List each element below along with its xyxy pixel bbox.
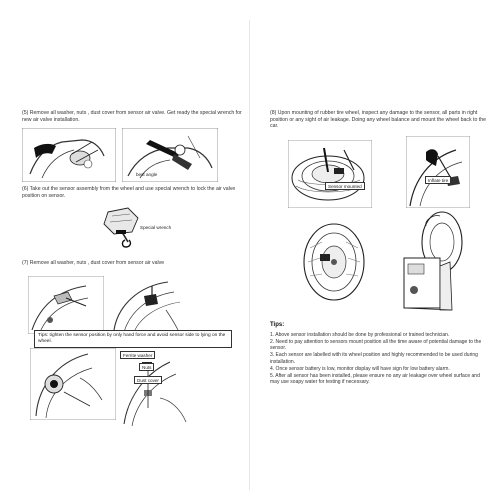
left-page: (5) Remove all washer, nuts , dust cover… <box>22 110 242 428</box>
tips-title: Tips: <box>270 322 285 328</box>
tip-item: 1. Above sensor installation should be d… <box>270 332 450 338</box>
sensor-mounted-illustration <box>288 140 372 208</box>
sensor-mounted-label: Sensor mounted <box>325 182 365 190</box>
dust-cover-label: Dust cover <box>134 376 162 384</box>
step-5-hand-illustration <box>22 128 116 182</box>
step-5-text: (5) Remove all washer, nuts , dust cover… <box>22 110 242 123</box>
step-6-text: (6) Take out the sensor assembly from th… <box>22 186 236 199</box>
tip-item: 5. After all sensor has been installed, … <box>270 372 480 386</box>
special-wrench-label: Special wrench <box>140 225 172 230</box>
step-5-angle-label: best angle <box>136 172 158 177</box>
step-5-tool-illustration <box>122 128 218 182</box>
right-page: (8) Upon mounting of rubber tire wheel, … <box>250 0 500 500</box>
page-gutter <box>249 20 250 490</box>
step-7-valve-closeup <box>30 348 116 420</box>
step-8-text: (8) Upon mounting of rubber tire wheel, … <box>270 110 486 130</box>
inflate-tire-illustration <box>406 136 470 208</box>
inflate-tire-label: Inflate tire <box>425 176 452 184</box>
wheel-balancer-illustration <box>390 206 476 316</box>
ferrite-washer-label: Ferrite washer <box>120 351 156 359</box>
step-7-text: (7) Remove all washer, nuts , dust cover… <box>22 260 165 266</box>
step-7-wheel-illustration-b <box>108 276 192 334</box>
tip-item: 3. Each sensor are labelled with its whe… <box>270 352 478 365</box>
step-7-tip-box: Tips: tighten the sensor position by onl… <box>34 330 232 348</box>
tips-list: 1. Above sensor installation should be d… <box>270 332 486 386</box>
tip-item: 4. Once sensor battery is low, monitor d… <box>270 365 450 372</box>
tip-item: 2. Need to pay attention to sensors moun… <box>270 339 482 352</box>
nuts-label: Nuts <box>139 363 155 371</box>
special-wrench-illustration <box>94 204 162 248</box>
step-7-parts-illustration <box>120 348 200 428</box>
mounted-tire-illustration <box>300 218 368 304</box>
step-7-wheel-illustration-a <box>28 276 104 334</box>
